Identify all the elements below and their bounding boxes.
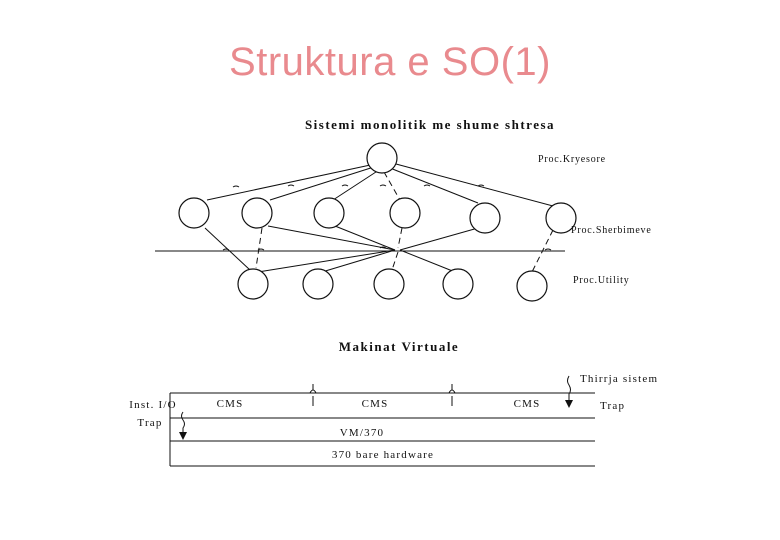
cms-divider-2 (448, 384, 456, 406)
service-node-4 (389, 197, 421, 229)
label-thirrja-sistem: Thirrja sistem (580, 373, 658, 385)
label-proc-kryesore: Proc.Kryesore (538, 154, 606, 165)
label-proc-sherbimeve: Proc.Sherbimeve (571, 225, 652, 236)
monolithic-heading: Sistemi monolitik me shume shtresa (305, 117, 555, 132)
utility-node-2 (302, 268, 334, 300)
label-trap-left: Trap (137, 417, 162, 429)
utility-node-4 (442, 268, 474, 300)
main-process-node (366, 142, 398, 174)
syscall-arrow-right (565, 375, 573, 408)
label-trap-right: Trap (600, 400, 625, 412)
service-node-5 (469, 202, 501, 234)
utility-node-1 (237, 268, 269, 300)
service-node-2 (241, 197, 273, 229)
label-inst-io: Inst. I/O (129, 399, 176, 411)
edge-markers-lower (222, 246, 552, 251)
service-node-3 (313, 197, 345, 229)
utility-node-3 (373, 268, 405, 300)
edges-main-to-service (206, 163, 554, 207)
label-hardware: 370 bare hardware (332, 449, 434, 461)
label-proc-utility: Proc.Utility (573, 275, 630, 286)
trap-arrow-left (179, 411, 187, 440)
cms-label-1: CMS (217, 398, 244, 410)
cms-label-2: CMS (362, 398, 389, 410)
slide-title: Struktura e SO(1) (229, 40, 551, 84)
edges-service-to-utility (204, 225, 554, 273)
cms-label-3: CMS (514, 398, 541, 410)
virtual-heading: Makinat Virtuale (339, 339, 459, 354)
utility-node-5 (516, 270, 548, 302)
label-vm370: VM/370 (340, 427, 384, 439)
service-node-1 (178, 197, 210, 229)
edge-markers-upper (232, 184, 485, 188)
service-node-6 (545, 202, 577, 234)
cms-divider-1 (309, 384, 317, 406)
